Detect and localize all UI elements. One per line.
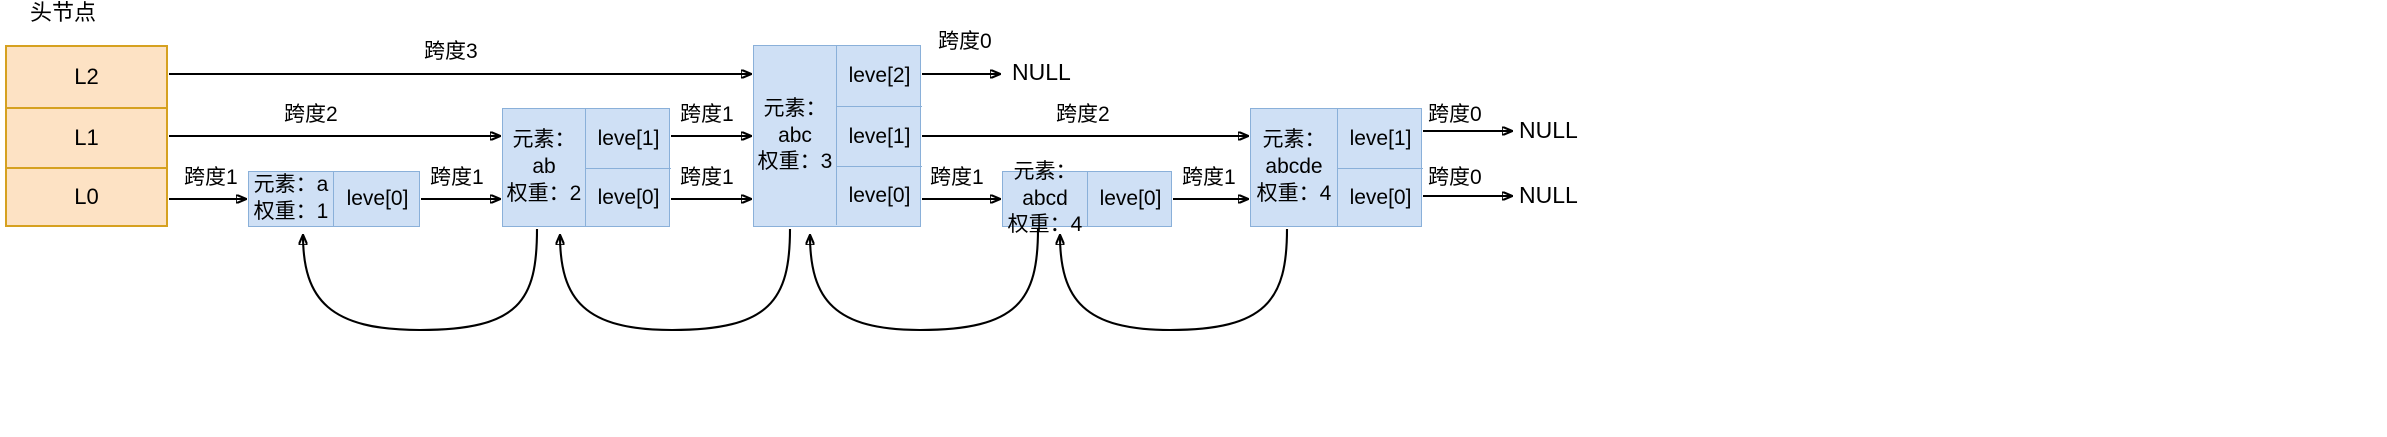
- head-node-label-l0: L0: [74, 184, 99, 209]
- head-node-cell-l0[interactable]: L0: [7, 167, 166, 225]
- head-node-cell-l1[interactable]: L1: [7, 107, 166, 167]
- node-ab-element: 元素：ab: [512, 128, 576, 179]
- span-label-ab-l0: 跨度1: [680, 166, 734, 189]
- node-a-element: 元素：a: [253, 173, 329, 197]
- node-abc-level-2[interactable]: leve[2]: [836, 46, 922, 106]
- node-abcd[interactable]: 元素：abcd 权重：4 leve[0]: [1002, 160, 1173, 237]
- node-abcde[interactable]: 元素： abcde 权重：4 leve[1] leve[0]: [1250, 108, 1423, 227]
- node-abc-level-2-label: leve[2]: [848, 64, 911, 87]
- span-label-head-l1: 跨度2: [284, 103, 338, 126]
- node-ab-level-0-label: leve[0]: [597, 185, 660, 209]
- null-terminator-abcde-l1: NULL: [1519, 117, 1578, 143]
- span-label-a-l0: 跨度1: [430, 166, 484, 189]
- node-ab-level-1[interactable]: leve[1]: [585, 109, 671, 168]
- head-node[interactable]: L2 L1 L0: [5, 45, 168, 227]
- node-abcd-level-0[interactable]: leve[0]: [1087, 172, 1173, 226]
- span-label-head-l0: 跨度1: [184, 166, 238, 189]
- node-abcde-level-0[interactable]: leve[0]: [1337, 168, 1423, 226]
- backward-pointer-abcde-to-abcd: [1060, 228, 1289, 332]
- span-label-abc-l1: 跨度2: [1056, 103, 1110, 126]
- node-abc-level-0-label: leve[0]: [848, 184, 911, 207]
- span-label-head-l2: 跨度3: [424, 40, 478, 63]
- node-a-weight: 权重：1: [253, 200, 329, 223]
- backward-pointer-abc-to-ab: [560, 228, 792, 332]
- head-node-title: 头节点: [30, 0, 97, 25]
- node-a-level-0-label: leve[0]: [346, 187, 409, 210]
- node-abc-element: 元素：abc: [763, 96, 827, 147]
- node-abc-level-0[interactable]: leve[0]: [836, 166, 922, 225]
- node-abcd-key: 元素：abcd 权重：4: [1003, 160, 1087, 237]
- node-abc-level-1-label: leve[1]: [848, 124, 911, 148]
- head-node-cell-l2[interactable]: L2: [7, 47, 166, 107]
- node-abc-weight: 权重：3: [757, 150, 833, 174]
- head-node-label-l2: L2: [74, 64, 99, 89]
- node-abcd-weight: 权重：4: [1007, 213, 1083, 237]
- node-abcd-element: 元素：abcd: [1013, 159, 1077, 210]
- span-label-abc-l0: 跨度1: [930, 166, 984, 189]
- node-abcde-weight: 权重：4: [1256, 181, 1332, 205]
- node-ab[interactable]: 元素：ab 权重：2 leve[1] leve[0]: [502, 108, 671, 227]
- null-terminator-abc-l2: NULL: [1012, 59, 1071, 85]
- node-abcde-level-1[interactable]: leve[1]: [1337, 109, 1423, 168]
- node-ab-key: 元素：ab 权重：2: [503, 109, 585, 226]
- node-ab-weight: 权重：2: [506, 181, 582, 205]
- node-abcde-key: 元素： abcde 权重：4: [1251, 109, 1337, 226]
- node-abcd-level-0-label: leve[0]: [1099, 187, 1162, 210]
- node-abc-key: 元素：abc 权重：3: [754, 46, 836, 226]
- node-abcde-element: 元素：: [1262, 128, 1326, 152]
- node-ab-level-1-label: leve[1]: [597, 126, 660, 150]
- node-abcde-level-1-label: leve[1]: [1349, 126, 1412, 150]
- span-label-abcd-l0: 跨度1: [1182, 166, 1236, 189]
- node-a-key: 元素：a 权重：1: [249, 172, 333, 226]
- node-a-level-0[interactable]: leve[0]: [333, 172, 421, 226]
- node-ab-level-0[interactable]: leve[0]: [585, 168, 671, 226]
- null-terminator-abcde-l0: NULL: [1519, 182, 1578, 208]
- node-abc-level-1[interactable]: leve[1]: [836, 106, 922, 166]
- node-a[interactable]: 元素：a 权重：1 leve[0]: [248, 171, 420, 227]
- span-label-abcde-l1: 跨度0: [1428, 103, 1482, 126]
- node-abcde-level-0-label: leve[0]: [1349, 185, 1412, 209]
- head-node-label-l1: L1: [74, 125, 99, 150]
- backward-pointer-abcd-to-abc: [810, 228, 1040, 332]
- span-label-abc-l2: 跨度0: [938, 30, 992, 53]
- node-abcde-element-line2: abcde: [1265, 155, 1323, 179]
- node-abc[interactable]: 元素：abc 权重：3 leve[2] leve[1] leve[0]: [753, 45, 922, 227]
- span-label-abcde-l0: 跨度0: [1428, 166, 1482, 189]
- backward-pointer-ab-to-a: [303, 228, 539, 332]
- span-label-ab-l1: 跨度1: [680, 103, 734, 126]
